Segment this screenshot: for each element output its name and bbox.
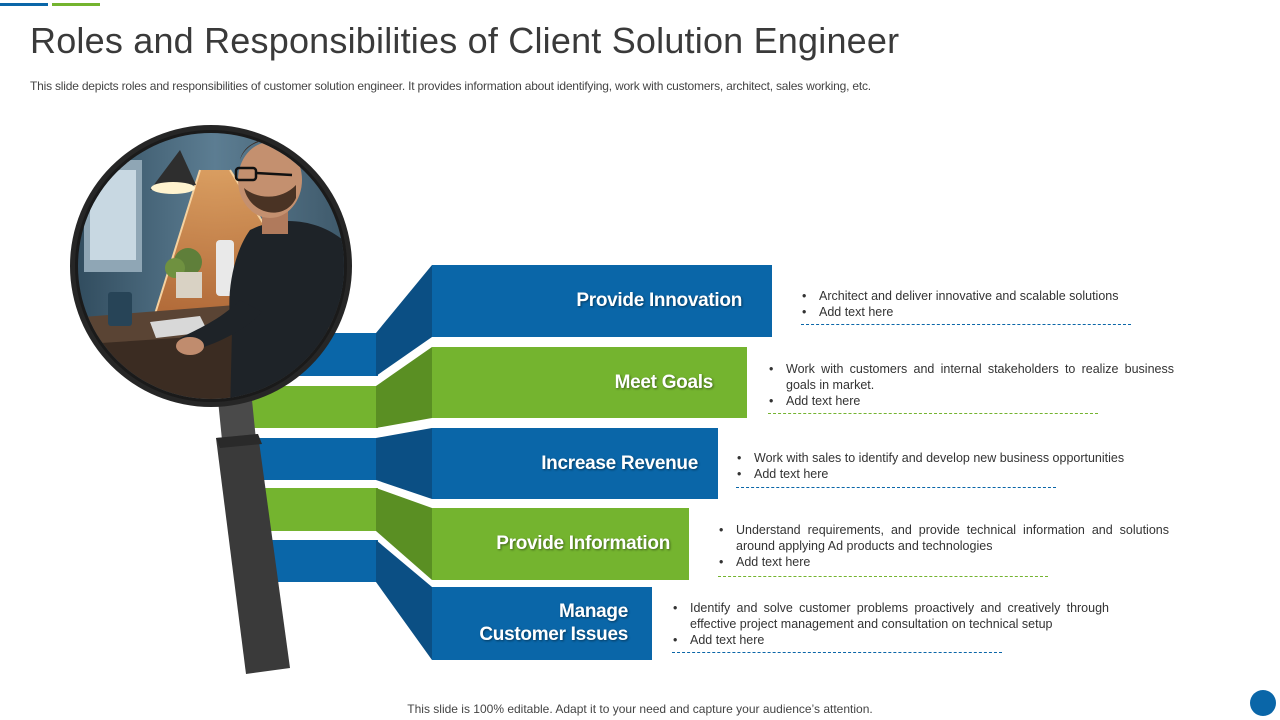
description-4-bullet-2: Add text here: [719, 554, 1169, 570]
engineer-photo: [78, 133, 344, 399]
description-5-divider: [672, 652, 1002, 653]
description-5-bullet-1: Identify and solve customer problems pro…: [673, 600, 1109, 632]
page-subtitle: This slide depicts roles and responsibil…: [30, 79, 871, 93]
band-box-2: [432, 347, 747, 418]
description-5: Identify and solve customer problems pro…: [672, 600, 1109, 648]
description-2: Work with customers and internal stakeho…: [768, 361, 1174, 409]
description-3-bullet-1: Work with sales to identify and develop …: [737, 450, 1156, 466]
band-folds: [376, 265, 432, 660]
description-4: Understand requirements, and provide tec…: [718, 522, 1169, 570]
band-box-1: [432, 265, 772, 337]
page-title: Roles and Responsibilities of Client Sol…: [30, 20, 900, 61]
description-3-divider: [736, 487, 1056, 488]
description-2-bullet-1: Work with customers and internal stakeho…: [769, 361, 1174, 393]
description-2-bullet-2: Add text here: [769, 393, 1174, 409]
band-label-1: Provide Innovation: [576, 290, 742, 311]
description-1: Architect and deliver innovative and sca…: [801, 288, 1141, 320]
slide-corner-dot: [1250, 690, 1276, 716]
footer-note: This slide is 100% editable. Adapt it to…: [407, 702, 873, 716]
top-accent-blue: [0, 3, 48, 6]
description-5-bullet-2: Add text here: [673, 632, 1109, 648]
top-accent-green: [52, 3, 100, 6]
description-1-divider: [801, 324, 1131, 325]
band-box-5: [432, 587, 652, 660]
band-label-2: Meet Goals: [614, 372, 714, 393]
description-3: Work with sales to identify and develop …: [736, 450, 1156, 482]
band-boxes: [432, 265, 772, 660]
band-box-4: [432, 508, 689, 580]
description-4-divider: [718, 576, 1048, 577]
band-label-4: Provide Information: [496, 533, 670, 554]
description-4-bullet-1: Understand requirements, and provide tec…: [719, 522, 1169, 554]
description-2-divider: [768, 413, 1098, 414]
description-3-bullet-2: Add text here: [737, 466, 1156, 482]
description-1-bullet-2: Add text here: [802, 304, 1141, 320]
band-label-3: Increase Revenue: [541, 453, 698, 474]
band-box-3: [432, 428, 718, 499]
description-1-bullet-1: Architect and deliver innovative and sca…: [802, 288, 1141, 304]
band-label-5: Manage Customer Issues: [479, 601, 628, 645]
magnifying-glass-icon: [70, 125, 352, 674]
